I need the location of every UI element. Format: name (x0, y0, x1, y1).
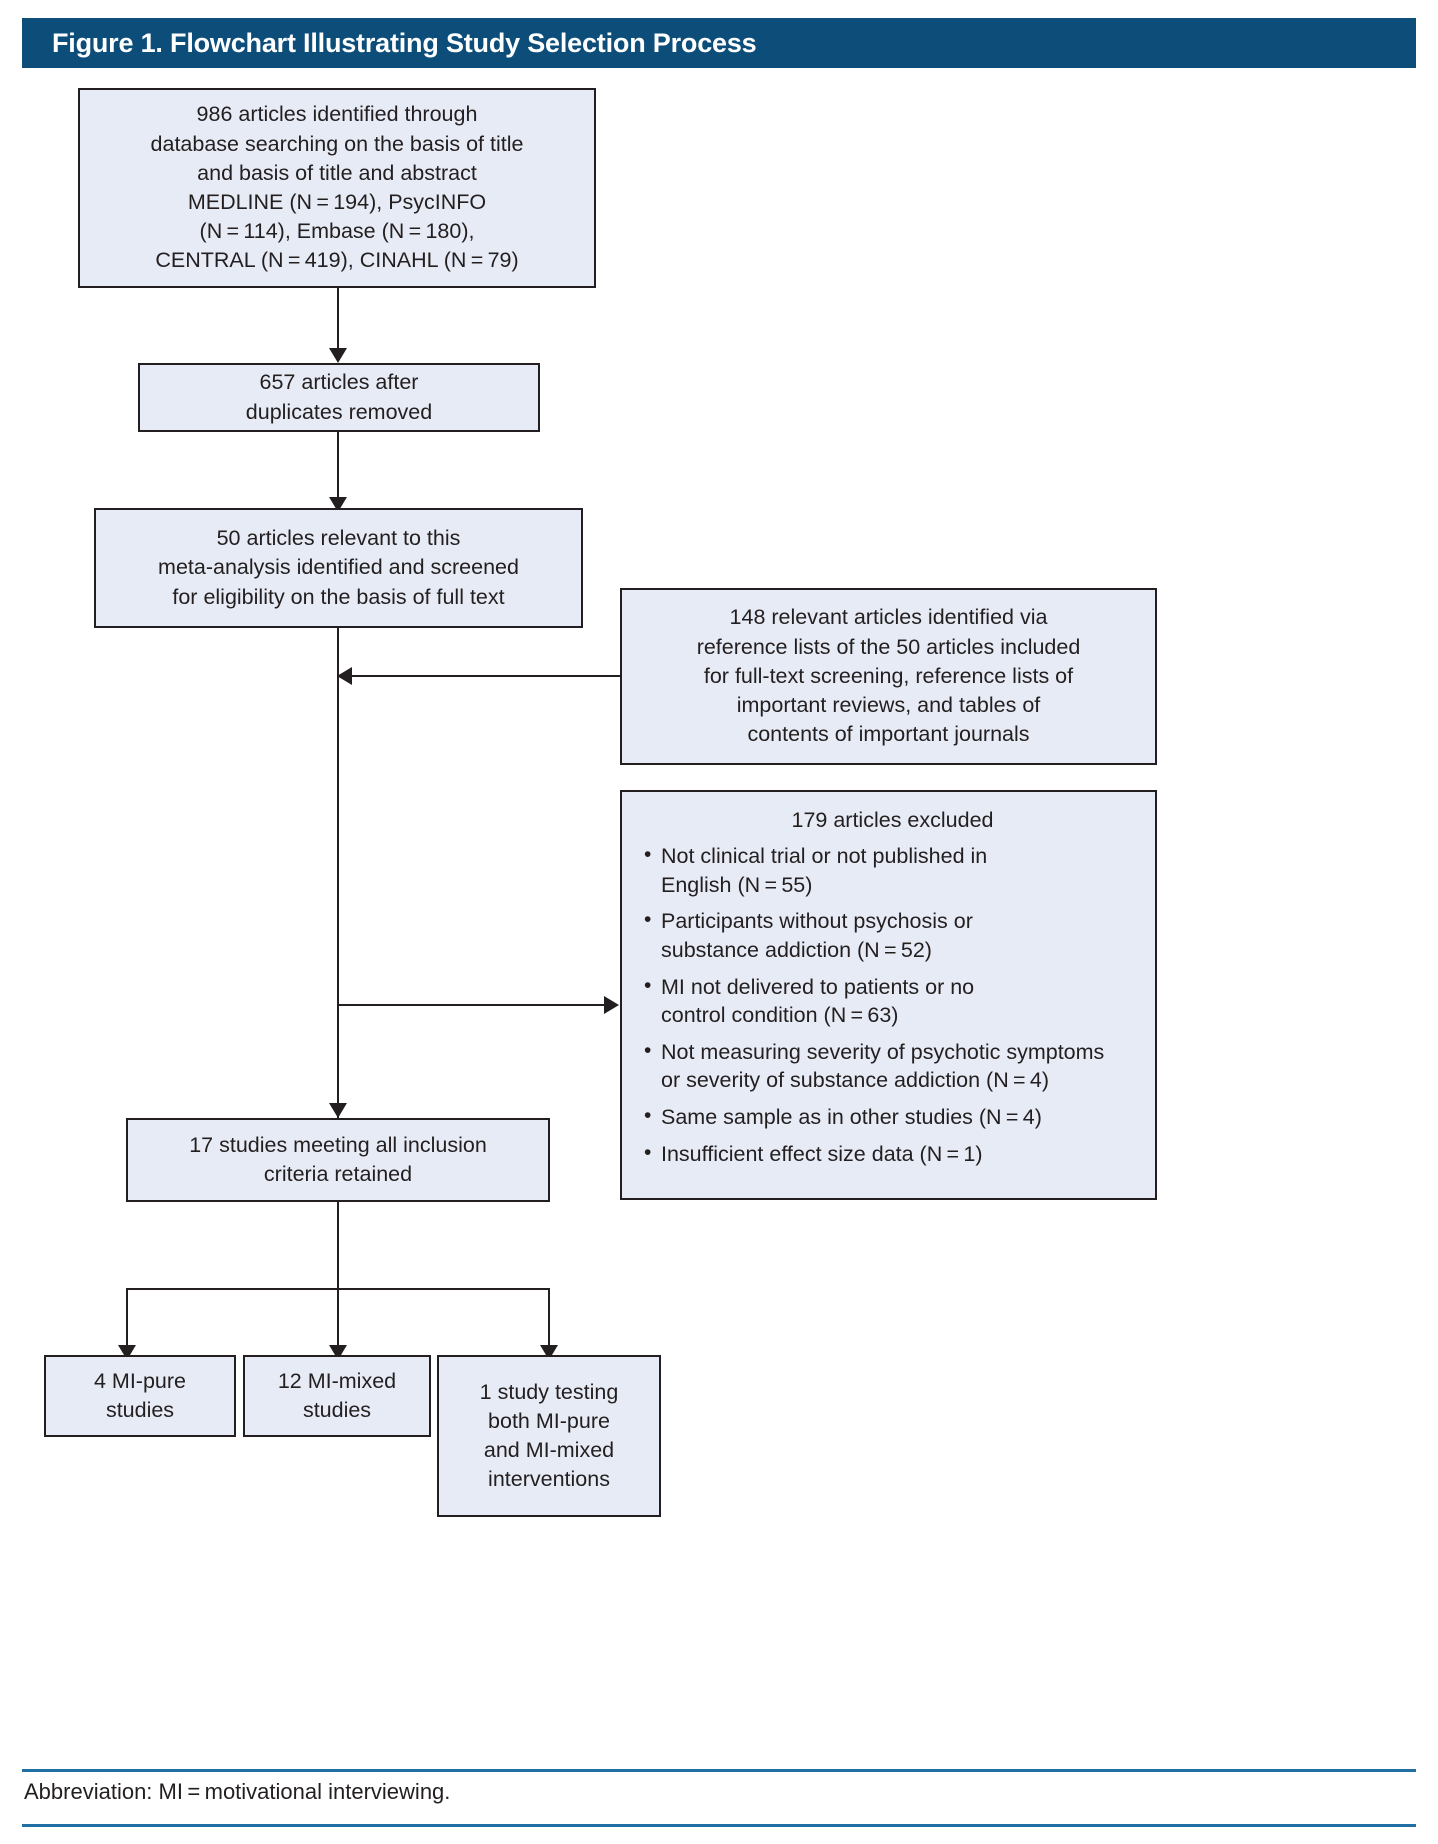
node-mi-both-study: 1 study testing both MI-pure and MI-mixe… (437, 1355, 661, 1517)
node-line: 12 MI-mixed (277, 1368, 397, 1393)
figure-title-bar: Figure 1. Flowchart Illustrating Study S… (22, 18, 1416, 68)
node-studies-retained: 17 studies meeting all inclusion criteri… (126, 1118, 550, 1202)
list-item: Insufficient effect size data (N = 1) (644, 1139, 1141, 1169)
node-line: interventions (488, 1467, 610, 1492)
node-mi-mixed-studies: 12 MI-mixed studies (243, 1355, 431, 1437)
node-line: MEDLINE (N = 194), PsycINFO (187, 190, 487, 214)
reason-line: English (N = 55) (661, 872, 813, 897)
list-item: Participants without psychosis or substa… (644, 906, 1141, 964)
node-line: 657 articles after (259, 370, 419, 395)
reason-line: MI not delivered to patients or no (661, 974, 975, 999)
exclusion-reason-list: Not clinical trial or not published in E… (644, 841, 1141, 1176)
node-line: 50 articles relevant to this (216, 526, 461, 551)
arrowhead-right (604, 996, 619, 1014)
reason-line: Not clinical trial or not published in (661, 844, 988, 869)
node-mi-pure-studies: 4 MI-pure studies (44, 1355, 236, 1437)
list-item: Not clinical trial or not published in E… (644, 841, 1141, 899)
node-articles-identified: 986 articles identified through database… (78, 88, 596, 288)
node-line: contents of important journals (747, 722, 1030, 747)
node-line: meta-analysis identified and screened (158, 555, 519, 580)
node-line: 148 relevant articles identified via (729, 605, 1048, 630)
figure-title: Figure 1. Flowchart Illustrating Study S… (52, 28, 757, 58)
reason-line: or severity of substance addiction (N = … (661, 1068, 1050, 1093)
connector-dedup-to-screened (337, 432, 340, 501)
arrowhead-left (337, 667, 352, 685)
node-line: both MI-pure (488, 1408, 610, 1433)
node-line: studies (105, 1398, 175, 1422)
node-line: 4 MI-pure (93, 1368, 186, 1393)
reason-line: Participants without psychosis or (661, 909, 973, 934)
node-line: 17 studies meeting all inclusion (189, 1132, 487, 1157)
reason-line: substance addiction (N = 52) (661, 938, 932, 963)
node-line: 1 study testing (479, 1379, 619, 1404)
node-line: important reviews, and tables of (736, 693, 1041, 718)
node-line: reference lists of the 50 articles inclu… (696, 634, 1081, 659)
list-item: Not measuring severity of psychotic symp… (644, 1037, 1141, 1095)
node-line: for full-text screening, reference lists… (703, 663, 1074, 688)
node-line: and MI-mixed (483, 1438, 615, 1462)
connector-retained-stem (337, 1202, 340, 1290)
reason-line: Not measuring severity of psychotic symp… (661, 1039, 1105, 1064)
connector-references-to-spine (352, 675, 620, 678)
connector-identified-to-dedup (337, 288, 340, 350)
reason-line: control condition (N = 63) (661, 1003, 899, 1028)
node-articles-from-references: 148 relevant articles identified via ref… (620, 588, 1157, 765)
connector-screened-spine (337, 628, 340, 1118)
node-line: studies (302, 1398, 372, 1422)
excluded-header: 179 articles excluded (791, 808, 994, 832)
list-item: MI not delivered to patients or no contr… (644, 972, 1141, 1030)
node-duplicates-removed: 657 articles after duplicates removed (138, 363, 540, 432)
arrowhead-down (329, 348, 347, 363)
reason-line: Insufficient effect size data (N = 1) (661, 1141, 983, 1166)
node-fulltext-screened: 50 articles relevant to this meta-analys… (94, 508, 583, 628)
list-item: Same sample as in other studies (N = 4) (644, 1102, 1141, 1132)
arrowhead-down (329, 1103, 347, 1118)
connector-to-mi-mixed (337, 1288, 340, 1360)
node-line: 986 articles identified through (196, 102, 478, 127)
node-line: database searching on the basis of title (150, 131, 524, 156)
connector-spine-to-excluded (337, 1004, 605, 1007)
node-line: CENTRAL (N = 419), CINAHL (N = 79) (155, 248, 519, 273)
footnote-rule-top (22, 1769, 1416, 1772)
node-articles-excluded: 179 articles excluded Not clinical trial… (620, 790, 1157, 1200)
connector-to-mi-pure (126, 1288, 129, 1360)
abbreviation-note: Abbreviation: MI = motivational intervie… (24, 1779, 451, 1804)
node-line: for eligibility on the basis of full tex… (172, 584, 505, 609)
node-line: duplicates removed (245, 399, 433, 424)
footnote-rule-bottom (22, 1824, 1416, 1827)
node-line: and basis of title and abstract (197, 160, 477, 185)
reason-line: Same sample as in other studies (N = 4) (661, 1104, 1042, 1129)
connector-to-mi-both (548, 1288, 551, 1360)
node-line: criteria retained (263, 1162, 413, 1186)
node-line: (N = 114), Embase (N = 180), (199, 219, 475, 244)
